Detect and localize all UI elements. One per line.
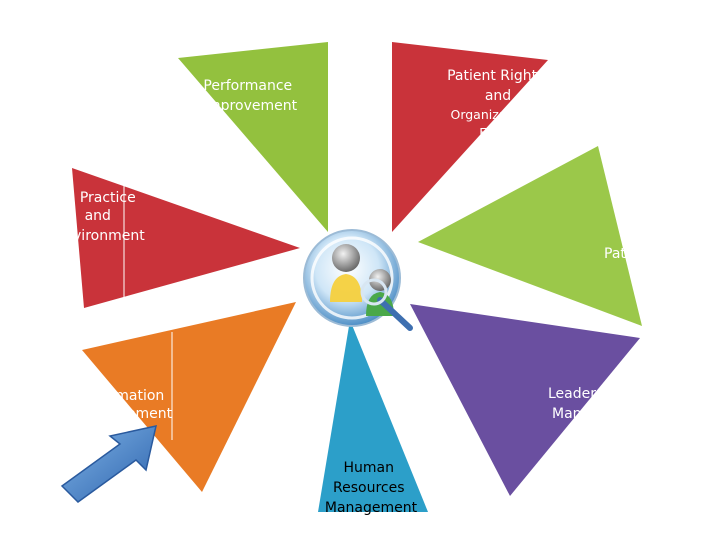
label-information: Information Management	[80, 388, 173, 422]
segment-human-resources	[318, 320, 428, 512]
segment-practice	[72, 168, 300, 308]
label-patient-rights: Patient Rights and	[447, 68, 549, 104]
label-practice: Practice and Environment	[55, 190, 145, 244]
segment-performance	[178, 42, 328, 232]
blue-arrow-icon	[60, 425, 157, 503]
segment-information	[82, 302, 296, 492]
segment-patient	[418, 146, 642, 326]
users-magnifier-icon	[303, 229, 413, 331]
segment-leadership	[410, 304, 640, 496]
label-patient-rights-sub: Organizational Ethics	[450, 107, 545, 140]
label-patient: Patient	[604, 246, 653, 262]
segment-patient-rights	[392, 42, 548, 232]
label-leadership: Leadership Management	[548, 386, 645, 422]
label-human-resources: Human Resources Management	[325, 460, 418, 516]
label-performance: Performance Improvement	[203, 78, 298, 114]
